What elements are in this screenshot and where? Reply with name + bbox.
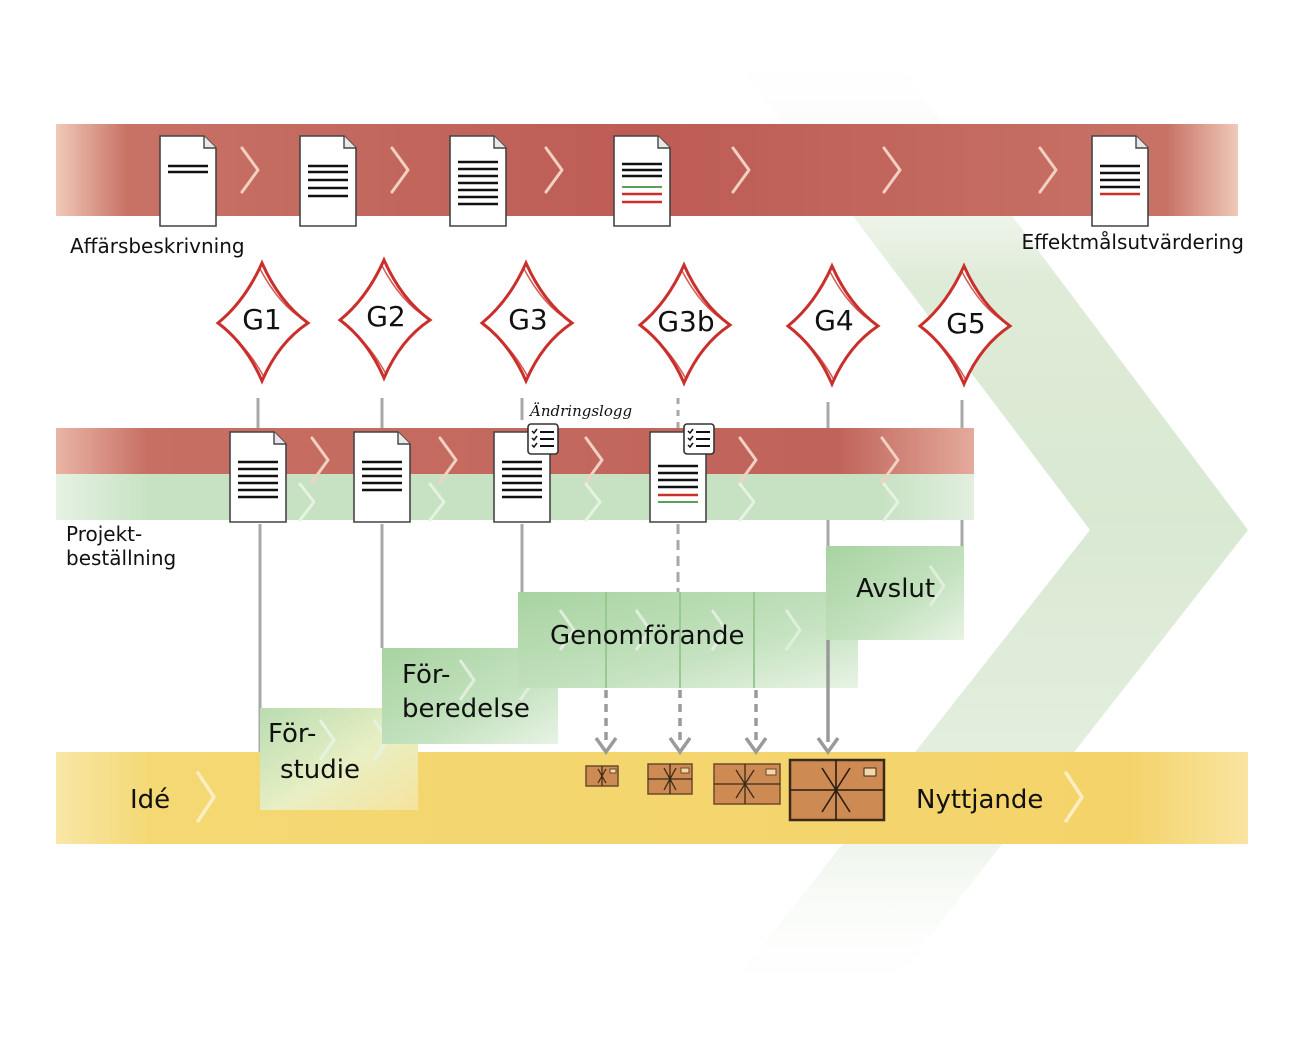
effect-evaluation-label: Effektmålsutvärdering <box>1022 230 1245 254</box>
gate-label-g1: G1 <box>242 303 282 336</box>
delivery-arrows <box>594 640 840 756</box>
phase-preparation-line1: För- <box>402 660 450 690</box>
checklist-icon <box>527 423 559 455</box>
gate-label-g3: G3 <box>508 303 548 336</box>
change-log-label: Ändringslogg <box>528 402 632 420</box>
phase-closing-label: Avslut <box>856 574 935 604</box>
package-icon <box>585 765 619 787</box>
phase-prestudy-line1: För- <box>268 719 316 749</box>
package-icon <box>713 763 781 805</box>
gate-label-g3b: G3b <box>657 305 714 338</box>
document-icon <box>159 135 217 227</box>
document-icon <box>1091 135 1149 227</box>
phase-prestudy-line2: studie <box>280 755 360 785</box>
idea-label: Idé <box>130 785 170 815</box>
package-icon <box>788 758 886 822</box>
document-icon <box>299 135 357 227</box>
business-documents <box>159 135 1149 227</box>
phase-closing: Avslut <box>826 546 964 640</box>
phase-execution: Genomförande <box>518 592 858 688</box>
gates: G1 G2 G3 G3b G4 G5 <box>216 258 1012 386</box>
gate-label-g4: G4 <box>814 304 854 337</box>
document-icon <box>353 431 411 523</box>
gate-label-g2: G2 <box>366 300 406 333</box>
deliverables <box>585 758 886 822</box>
project-order-label-line1: Projekt- <box>66 522 142 546</box>
checklist-icon <box>683 423 715 455</box>
phase-preparation-line2: beredelse <box>402 694 530 724</box>
package-icon <box>647 763 693 795</box>
document-icon <box>229 431 287 523</box>
phase-execution-label: Genomförande <box>550 621 745 651</box>
benefit-label: Nyttjande <box>916 785 1043 815</box>
document-icon <box>649 431 707 523</box>
business-description-label: Affärsbeskrivning <box>70 234 245 258</box>
gate-label-g5: G5 <box>946 307 986 340</box>
phase-prestudy: För- studie <box>260 708 418 810</box>
document-icon <box>613 135 671 227</box>
document-icon <box>493 431 551 523</box>
project-order-label-line2: beställning <box>66 546 176 570</box>
document-icon <box>449 135 507 227</box>
project-order-documents <box>229 423 715 523</box>
